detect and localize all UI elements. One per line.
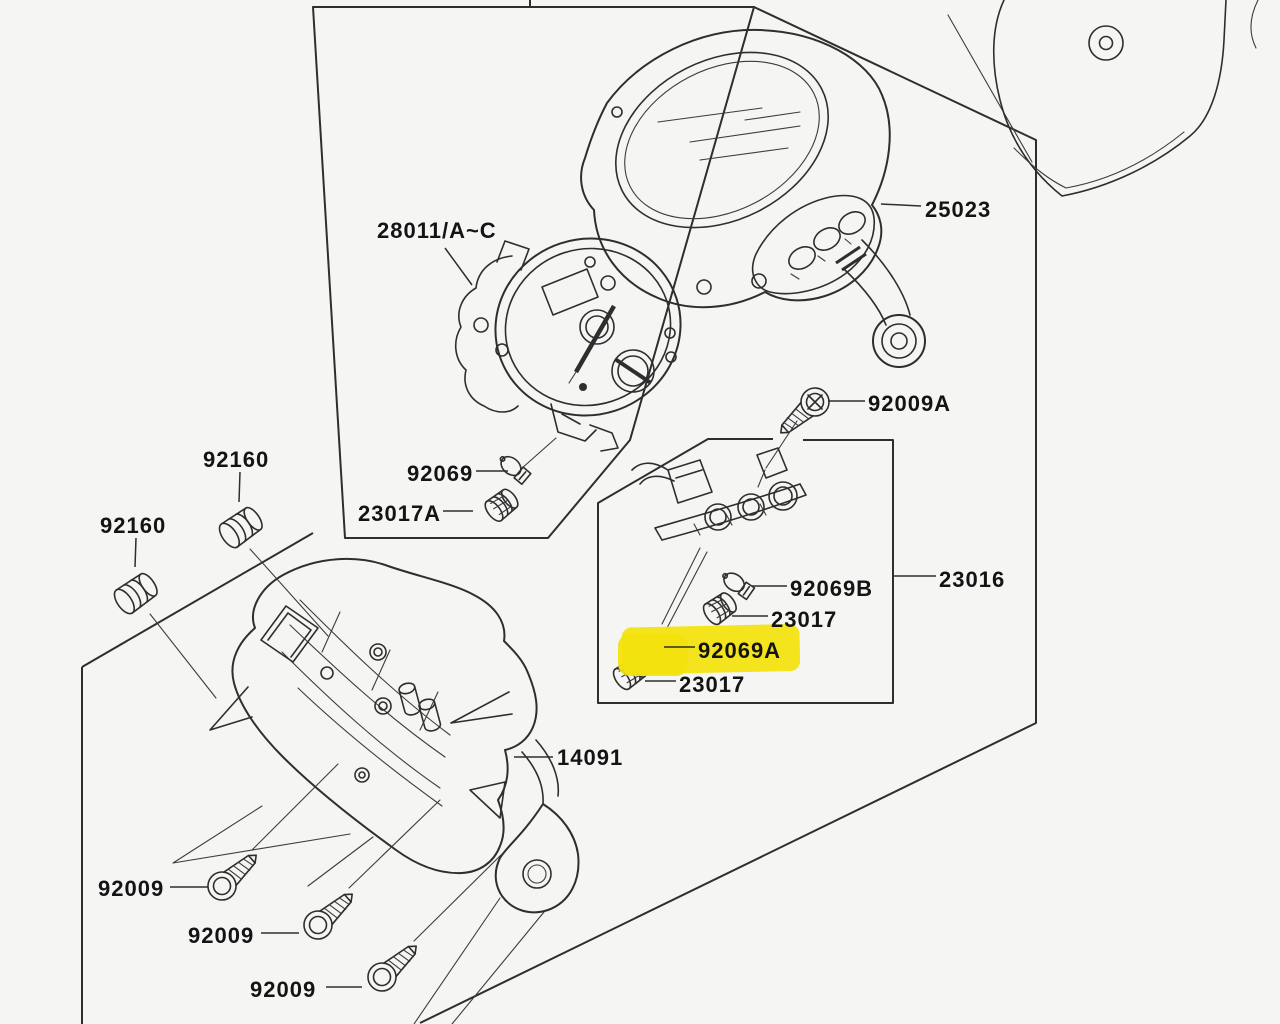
part-label-23017A: 23017A <box>358 501 441 526</box>
bulb-92069B <box>717 567 756 602</box>
bulb-holder-bracket-drawing <box>631 447 807 629</box>
leader-line <box>134 537 137 568</box>
part-label-28011/A~C: 28011/A~C <box>377 218 497 243</box>
diagram-frame <box>81 0 1037 1024</box>
meter-lens <box>615 51 829 229</box>
screw-92009A-drawing <box>765 381 836 469</box>
speedometer-bracket <box>454 255 519 413</box>
box-28011 <box>312 6 755 539</box>
part-label-92009: 92009 <box>250 977 316 1002</box>
part-label-92069B: 92069B <box>790 576 873 601</box>
lcd-window <box>541 268 599 316</box>
socket-23017A <box>481 485 523 525</box>
leader-line <box>444 247 473 286</box>
cover-grommet-hole <box>1088 25 1124 61</box>
socket-23017-upper <box>699 588 741 629</box>
part-label-92160: 92160 <box>203 447 269 472</box>
part-label-92160: 92160 <box>100 513 166 538</box>
button-pod <box>751 194 876 295</box>
mount-ear-hole <box>522 859 552 889</box>
screw-92009-2 <box>297 883 363 946</box>
grommet-guide-lines <box>149 548 329 699</box>
part-label-92069: 92069 <box>407 461 473 486</box>
screw-guide-lines <box>172 763 503 942</box>
meter-housing-drawing <box>209 558 580 1024</box>
part-label-92009: 92009 <box>188 923 254 948</box>
part-label-92009A: 92009A <box>868 391 951 416</box>
part-labels: 28011/A~C 25023 92009A 92160 92160 92069 23017… <box>98 197 1005 1002</box>
grommet-92160-upper <box>214 503 267 552</box>
grommet-92160-lower <box>109 569 162 618</box>
part-label-92009: 92009 <box>98 876 164 901</box>
part-label-25023: 25023 <box>925 197 991 222</box>
leader-line <box>880 203 922 207</box>
screw-92009-3 <box>361 935 427 998</box>
cover-mount-boss <box>872 314 926 368</box>
bulb-92069 <box>494 450 533 486</box>
highlight-marker <box>618 624 801 676</box>
part-label-14091: 14091 <box>557 745 623 770</box>
screw-92009-1 <box>201 844 267 907</box>
part-label-92069A: 92069A <box>698 638 781 663</box>
speedometer-drawing <box>454 237 682 470</box>
meter-cover-drawing <box>580 28 926 368</box>
part-label-23016: 23016 <box>939 567 1005 592</box>
upper-cover-piece-drawing <box>992 0 1259 197</box>
part-label-23017: 23017 <box>679 672 745 697</box>
speedometer-needle <box>574 304 616 374</box>
part-label-23017: 23017 <box>771 607 837 632</box>
leader-line <box>238 471 241 503</box>
box-23016 <box>597 438 894 704</box>
highlight-swipe <box>618 634 688 676</box>
